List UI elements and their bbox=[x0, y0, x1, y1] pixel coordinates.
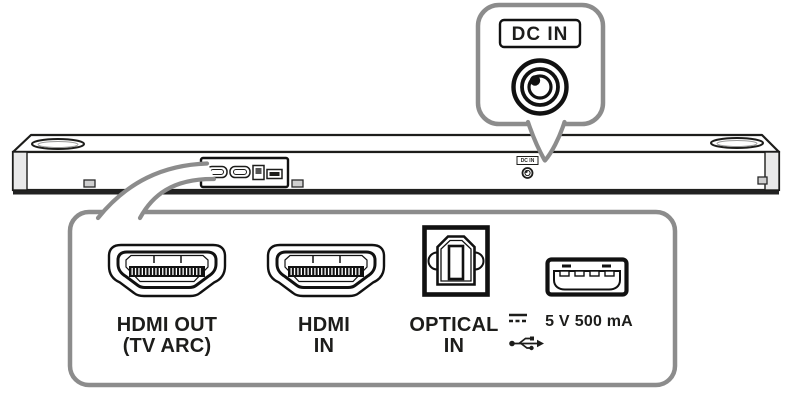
usb-power-label: 5 V 500 mA bbox=[508, 312, 670, 332]
dc-in-label-frame bbox=[498, 18, 582, 49]
usb-a-connector-icon bbox=[545, 257, 629, 297]
speaker-oval-icon bbox=[31, 138, 85, 150]
usb-power-voltage: 5 V bbox=[545, 313, 570, 330]
usb-symbol-row bbox=[508, 334, 670, 354]
soundbar-dc-in-label: DC IN bbox=[520, 157, 535, 164]
mini-hdmi-port-icon bbox=[229, 165, 251, 179]
hdmi-in-label-line1: HDMI bbox=[298, 314, 350, 336]
optical-in-label-line1: OPTICAL bbox=[409, 314, 499, 336]
speaker-oval-icon bbox=[710, 137, 764, 149]
mini-usb-port-icon bbox=[266, 168, 283, 180]
soundbar-top-face bbox=[11, 133, 781, 154]
dc-voltage-symbol-icon bbox=[509, 313, 527, 323]
hdmi-connector-icon bbox=[266, 243, 386, 298]
dc-power-jack-icon bbox=[511, 58, 569, 116]
dc-jack-icon bbox=[516, 156, 539, 179]
soundbar-foot bbox=[757, 176, 768, 185]
usb-trident-icon bbox=[509, 336, 544, 351]
soundbar-illustration bbox=[11, 133, 781, 195]
usb-power-current: 500 mA bbox=[574, 313, 633, 330]
hdmi-connector-icon bbox=[107, 243, 227, 298]
optical-in-label-line2: IN bbox=[443, 335, 465, 357]
soundbar-foot bbox=[291, 179, 304, 188]
optical-toslink-connector-icon bbox=[422, 225, 490, 297]
ports-callout bbox=[67, 161, 678, 388]
hdmi-in-label: HDMI IN bbox=[254, 315, 394, 357]
ports-callout-tail bbox=[97, 163, 215, 221]
soundbar-right-end-cap bbox=[764, 151, 780, 191]
optical-in-label: OPTICAL IN bbox=[384, 315, 524, 357]
hdmi-out-label-line1: HDMI OUT bbox=[116, 314, 218, 336]
rear-port-panel bbox=[199, 156, 290, 189]
dc-in-callout-label: DC IN bbox=[511, 24, 569, 45]
mini-optical-port-icon bbox=[252, 164, 265, 181]
hdmi-in-label-line2: IN bbox=[313, 335, 335, 357]
soundbar-left-end-cap bbox=[12, 151, 28, 191]
soundbar-front-face bbox=[11, 150, 781, 192]
soundbar-bottom-edge bbox=[13, 189, 779, 195]
dc-callout-tail bbox=[527, 117, 566, 160]
hdmi-out-label: HDMI OUT (TV ARC) bbox=[95, 315, 239, 357]
dc-in-callout bbox=[475, 2, 606, 163]
ports-callout-bubble bbox=[67, 209, 678, 388]
hdmi-out-label-line2: (TV ARC) bbox=[122, 335, 212, 357]
soundbar-foot bbox=[83, 179, 96, 188]
